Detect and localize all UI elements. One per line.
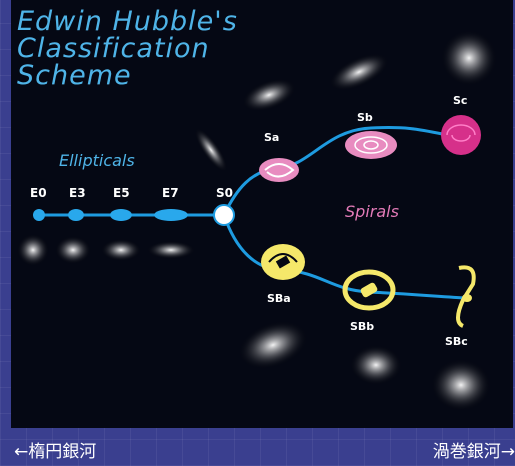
galaxy-image-sa [242, 78, 296, 112]
galaxy-image-sba [238, 320, 308, 370]
hubble-diagram-panel: E0 E3 E5 E7 S0 Sa Sb Sc SBa SBb SBc Elli… [11, 0, 513, 428]
node-e5 [110, 209, 132, 221]
galaxy-image-sbb [350, 345, 402, 385]
galaxy-image-e3 [55, 236, 91, 264]
galaxy-image-s0 [194, 128, 228, 172]
diagram-title: Edwin Hubble's Classification Scheme [17, 6, 238, 91]
node-e0 [33, 209, 45, 221]
label-spirals: Spirals [345, 202, 399, 221]
label-ellipticals: Ellipticals [59, 151, 135, 170]
label-sb: Sb [357, 111, 373, 124]
label-e5: E5 [113, 186, 130, 200]
barred-spiral-icons [261, 244, 476, 328]
elliptical-nodes [33, 209, 188, 221]
label-e7: E7 [162, 186, 179, 200]
label-sba: SBa [267, 292, 291, 305]
spiral-icons [259, 115, 481, 182]
icon-sbb [342, 269, 396, 311]
galaxy-image-sbc [431, 359, 491, 411]
label-sbb: SBb [350, 320, 374, 333]
label-sc: Sc [453, 94, 467, 107]
galaxy-image-e7 [147, 241, 195, 259]
label-sa: Sa [264, 131, 279, 144]
icon-sc [441, 115, 481, 155]
spiral-branch [222, 126, 464, 216]
galaxy-image-sc [441, 30, 497, 86]
icon-sa [259, 158, 299, 182]
caption-elliptical-galaxies: ←楕円銀河 [14, 442, 97, 462]
icon-sbc [456, 265, 476, 328]
icon-sb [345, 131, 397, 159]
galaxy-image-sb [329, 53, 389, 91]
node-e3 [68, 209, 84, 221]
label-e3: E3 [69, 186, 86, 200]
barred-spiral-branch [222, 214, 467, 300]
label-s0: S0 [216, 186, 233, 200]
label-sbc: SBc [445, 335, 468, 348]
node-s0 [213, 204, 235, 226]
hubble-diagram: E0 E3 E5 E7 S0 Sa Sb Sc SBa SBb SBc Elli… [17, 30, 497, 411]
galaxy-image-e5 [101, 239, 141, 261]
label-e0: E0 [30, 186, 47, 200]
caption-spiral-galaxies: 渦巻銀河→ [432, 442, 515, 462]
node-e7 [154, 209, 188, 221]
galaxy-images [17, 30, 497, 411]
galaxy-image-e0 [17, 234, 49, 266]
